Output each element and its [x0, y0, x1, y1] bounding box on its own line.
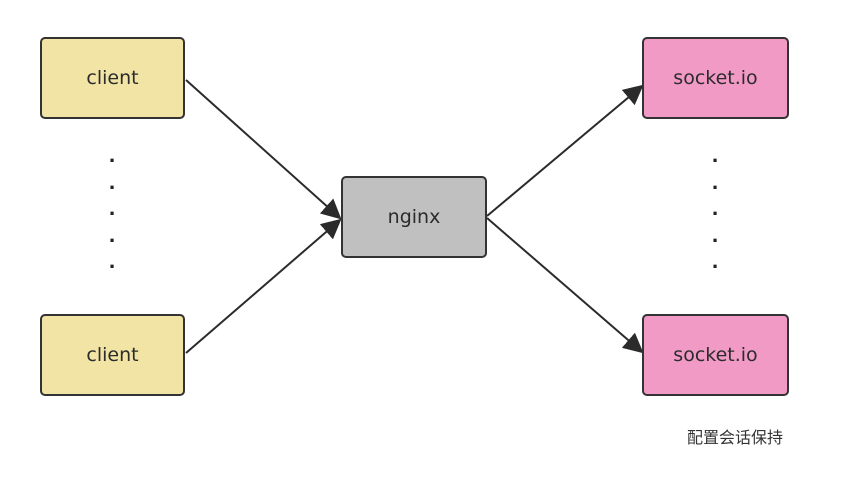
- ellipsis-dot: .: [108, 146, 116, 167]
- ellipsis-dot: .: [108, 252, 116, 273]
- ellipsis-dot: .: [711, 252, 719, 273]
- nginx-label: nginx: [387, 206, 441, 228]
- nginx-node: nginx: [341, 176, 487, 258]
- edge-nginx-to-socket-top: [486, 84, 644, 217]
- edge-client-bottom-to-nginx: [185, 218, 342, 354]
- client-bottom-label: client: [86, 344, 139, 366]
- client-ellipsis: . . . . .: [107, 144, 117, 277]
- socket-top-label: socket.io: [673, 67, 758, 89]
- ellipsis-dot: .: [108, 199, 116, 220]
- socket-bottom-label: socket.io: [673, 344, 758, 366]
- ellipsis-dot: .: [108, 225, 116, 247]
- socket-ellipsis: . . . . .: [710, 144, 720, 277]
- ellipsis-dot: .: [711, 172, 719, 194]
- ellipsis-dot: .: [711, 225, 719, 247]
- edge-client-top-to-nginx: [185, 79, 342, 220]
- ellipsis-dot: .: [108, 172, 116, 194]
- caption-session-persistence: 配置会话保持: [686, 428, 783, 447]
- edge-nginx-to-socket-bottom: [486, 217, 644, 354]
- client-node-top: client: [40, 37, 185, 119]
- client-node-bottom: client: [40, 314, 185, 396]
- client-top-label: client: [86, 67, 139, 89]
- socket-io-node-top: socket.io: [642, 37, 789, 119]
- ellipsis-dot: .: [711, 199, 719, 220]
- socket-io-node-bottom: socket.io: [642, 314, 789, 396]
- ellipsis-dot: .: [711, 146, 719, 167]
